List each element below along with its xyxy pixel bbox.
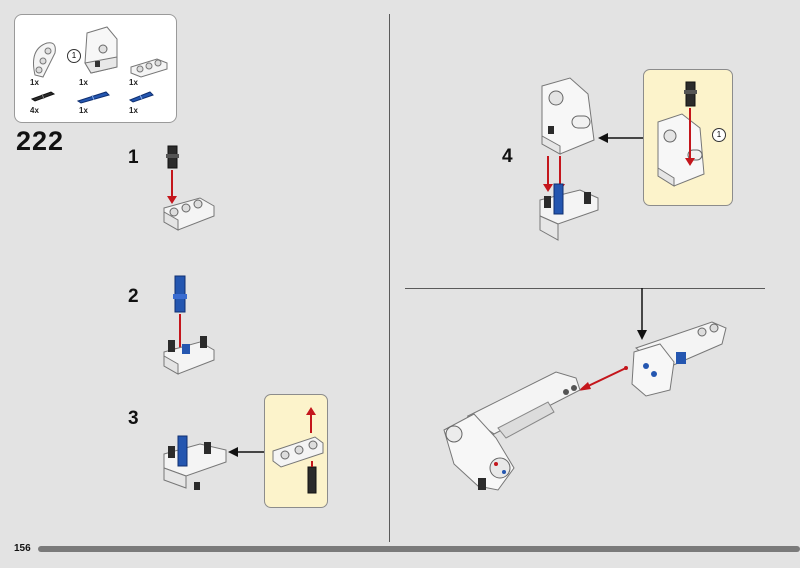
step-3-callout [264,394,328,508]
subassembly-to-attach [624,321,727,397]
step-3-illustration [163,435,227,490]
final-attach-arrow-left [578,367,627,391]
step-4-callout: 1 [643,69,733,206]
step-4-illustration [539,77,599,241]
part-qty-subassembly: 1x [79,78,88,87]
part-qty-blue-long-pin: 1x [79,106,88,115]
part-qty-blue-short-pin: 1x [129,106,138,115]
black-friction-pin-part [30,91,56,102]
step-3-number: 3 [128,408,139,429]
thick-liftarm-part [130,58,168,78]
subassembly-count-badge: 1 [67,49,81,63]
step-3-attach-arrow [228,447,268,457]
build-step-number: 222 [16,126,65,156]
main-assembly [443,371,581,491]
step-2-number: 2 [128,286,139,307]
step-1-illustration [163,145,215,231]
part-qty-liftarm: 1x [129,78,138,87]
step-4-number: 4 [502,146,513,167]
step-2-illustration [163,275,215,375]
page-divider-horizontal [405,288,765,289]
page-progress-bar [38,546,800,552]
page-divider-vertical [389,14,390,542]
blue-axle-pin-long-part [76,91,110,104]
step-4-callout-count-badge: 1 [712,128,726,142]
final-attach-arrow-down [637,288,647,340]
curved-beam-part [33,42,56,78]
part-qty-curved-beam: 1x [30,78,39,87]
step-4-attach-arrow [598,133,644,143]
blue-axle-pin-short-part [128,91,154,103]
white-frame-subassembly-part [84,26,118,74]
parts-list-box: 1x 1 1x 1x 4x 1x 1x [14,14,177,123]
step-1-number: 1 [128,147,139,168]
page-number: 156 [14,543,31,554]
part-qty-black-pin: 4x [30,106,39,115]
step-4-callout-illustration [657,81,705,187]
step-3-callout-illustration [272,407,324,494]
